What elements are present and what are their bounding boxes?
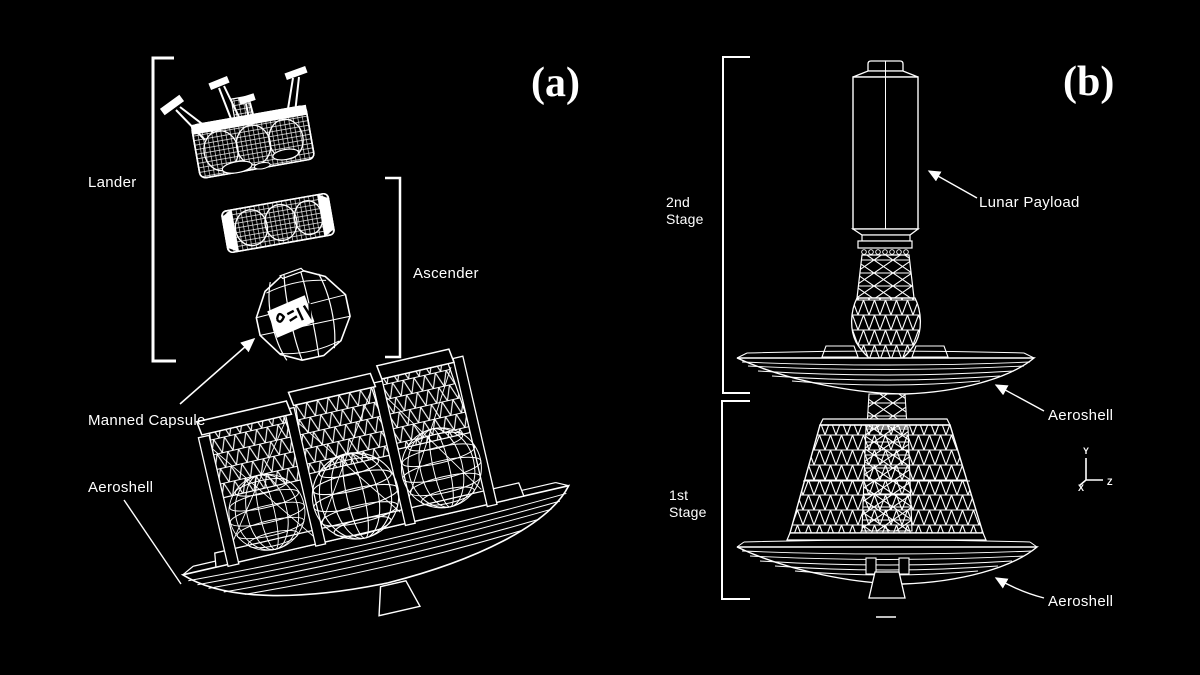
- lander-bracket: [151, 56, 176, 363]
- manned-capsule-wireframe: [255, 267, 351, 361]
- frame-posts: [197, 355, 498, 568]
- lunar-payload-arrow: [927, 170, 978, 199]
- aeroshell-label-a: Aeroshell: [88, 479, 153, 496]
- axis-y-label: Y: [1083, 446, 1089, 456]
- axis-x-label: X: [1078, 483, 1084, 493]
- separation-ring: [861, 249, 909, 255]
- landing-legs: [159, 65, 308, 141]
- engine-nozzle-a: [378, 579, 422, 617]
- axis-triad: Y X Z: [1078, 446, 1113, 493]
- aeroshell-lower-arrow: [994, 577, 1045, 599]
- first-stage-label-line2: Stage: [669, 504, 707, 520]
- manned-capsule-arrow: [179, 337, 256, 405]
- panel-b: Y X Z 2nd Stage 1st Stage Lunar Payload …: [666, 56, 1114, 618]
- top-beams: [195, 348, 455, 436]
- axis-z-label: Z: [1107, 477, 1113, 487]
- capsule-marking: [275, 303, 312, 323]
- panel-b-tag: (b): [1063, 59, 1114, 105]
- capsule-marking-patch: [267, 295, 315, 338]
- interstage-truss: [856, 254, 915, 299]
- second-stage-bracket: [722, 56, 750, 394]
- first-stage-frustum: [786, 418, 987, 541]
- panel-a: Lander Ascender Manned Capsule Aeroshell…: [88, 56, 580, 617]
- aeroshell-upper-label: Aeroshell: [1048, 407, 1113, 424]
- manned-capsule-label: Manned Capsule: [88, 412, 206, 429]
- first-stage-bracket: [721, 400, 750, 600]
- ascent-module: [221, 192, 335, 254]
- ascender-bracket: [385, 176, 402, 359]
- panel-a-tag: (a): [531, 60, 580, 106]
- ascender-label: Ascender: [413, 265, 479, 282]
- aeroshell-upper-arrow: [994, 384, 1045, 412]
- first-stage-label-line1: 1st: [669, 487, 688, 503]
- aeroshell-lower-label: Aeroshell: [1048, 593, 1113, 610]
- descent-module: [159, 65, 315, 179]
- lunar-payload-label: Lunar Payload: [979, 194, 1080, 211]
- aeroshell-leader-a: [123, 499, 182, 585]
- payload-cylinder: [850, 60, 920, 255]
- aeroshell-lower: [736, 539, 1039, 618]
- second-stage-tank: [850, 297, 922, 359]
- lander-label: Lander: [88, 174, 137, 191]
- lander-stack: [180, 348, 571, 617]
- second-stage-label-line1: 2nd: [666, 194, 690, 210]
- engine-nozzle-b: [868, 571, 906, 599]
- second-stage-label-line2: Stage: [666, 211, 704, 227]
